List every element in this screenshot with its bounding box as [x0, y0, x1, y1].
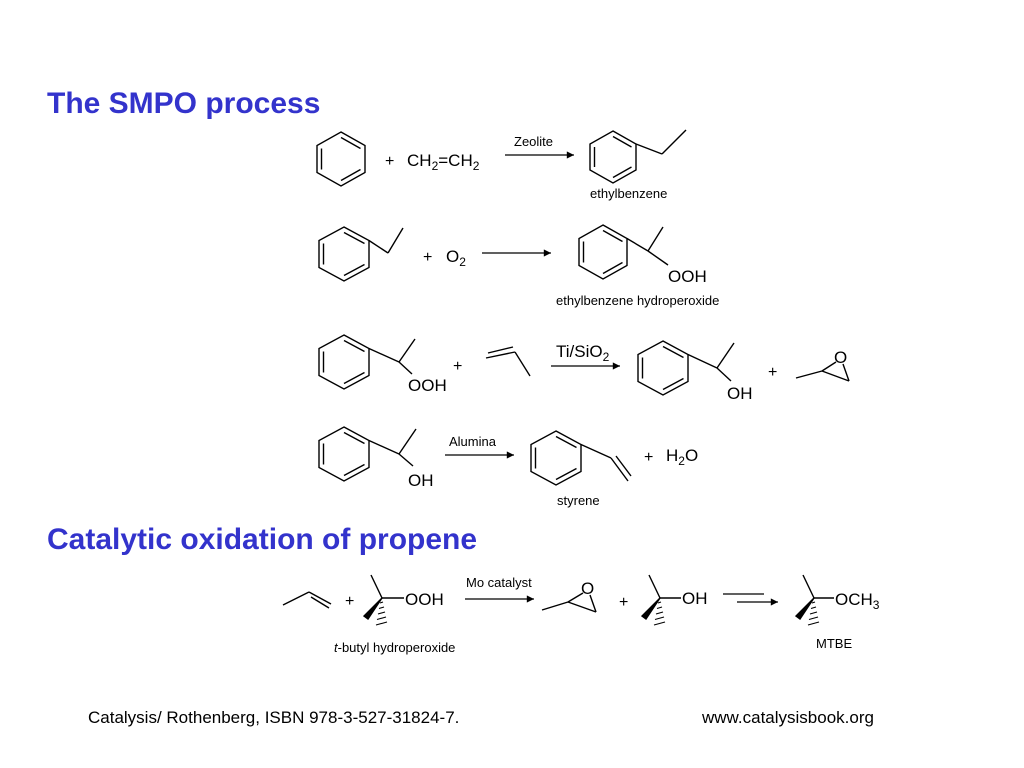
catalyst-label-alumina: Alumina [449, 434, 497, 449]
plus-sign: + [345, 593, 354, 610]
mtbe-molecule [794, 574, 834, 626]
ethylbenzene-label: ethylbenzene [590, 186, 667, 201]
mtbe-label: MTBE [816, 636, 852, 651]
hydroxyl-group: OH [727, 384, 753, 403]
oxygen-formula: O2 [446, 247, 466, 269]
plus-sign: + [619, 594, 628, 611]
tert-butyl-hydroperoxide-molecule [362, 574, 404, 626]
benzene-molecule [316, 131, 366, 187]
propylene-oxide-molecule [795, 361, 850, 382]
ethene-formula: CH2=CH2 [407, 151, 480, 173]
methoxy-group: OCH3 [835, 590, 880, 612]
plus-sign: + [423, 249, 432, 266]
ethylbenzene-hydroperoxide-molecule [578, 224, 669, 280]
website-footer: www.catalysisbook.org [702, 708, 874, 727]
propene-molecule [282, 591, 332, 609]
tert-butyl-hydroperoxide-label: t-butyl hydroperoxide [334, 640, 455, 655]
propylene-oxide-molecule [541, 592, 597, 613]
plus-sign: + [644, 449, 653, 466]
plus-sign: + [768, 364, 777, 381]
catalyst-label-mo: Mo catalyst [466, 575, 532, 590]
hydroxyl-group: OH [682, 589, 708, 608]
plus-sign: + [453, 358, 462, 375]
title-smpo-process: The SMPO process [47, 87, 321, 120]
ethylbenzene-reactant [318, 226, 404, 282]
phenylethanol-reactant [318, 426, 417, 482]
ethylbenzene-hydroperoxide-reactant [318, 334, 416, 390]
styrene-molecule [530, 430, 632, 486]
hydroperoxide-group: OOH [408, 376, 447, 395]
ethylbenzene-hydroperoxide-label: ethylbenzene hydroperoxide [556, 293, 719, 308]
styrene-label: styrene [557, 493, 600, 508]
title-propene-oxidation: Catalytic oxidation of propene [47, 523, 478, 556]
propene-molecule [485, 346, 531, 377]
tert-butanol-molecule [640, 574, 681, 626]
water-formula: H2O [666, 446, 698, 468]
citation-footer: Catalysis/ Rothenberg, ISBN 978-3-527-31… [88, 708, 460, 727]
phenylethanol-molecule [637, 340, 735, 396]
hydroxyl-group: OH [408, 471, 434, 490]
catalyst-label-zeolite: Zeolite [514, 134, 553, 149]
hydroperoxide-group: OOH [405, 590, 444, 609]
ethylbenzene-molecule [589, 129, 687, 184]
hydroperoxide-group: OOH [668, 267, 707, 286]
plus-sign: + [385, 153, 394, 170]
epoxide-oxygen: O [581, 579, 594, 598]
catalyst-label-ti-sio2: Ti/SiO2 [556, 342, 610, 364]
epoxide-oxygen: O [834, 348, 847, 367]
double-reaction-arrow [723, 593, 779, 606]
